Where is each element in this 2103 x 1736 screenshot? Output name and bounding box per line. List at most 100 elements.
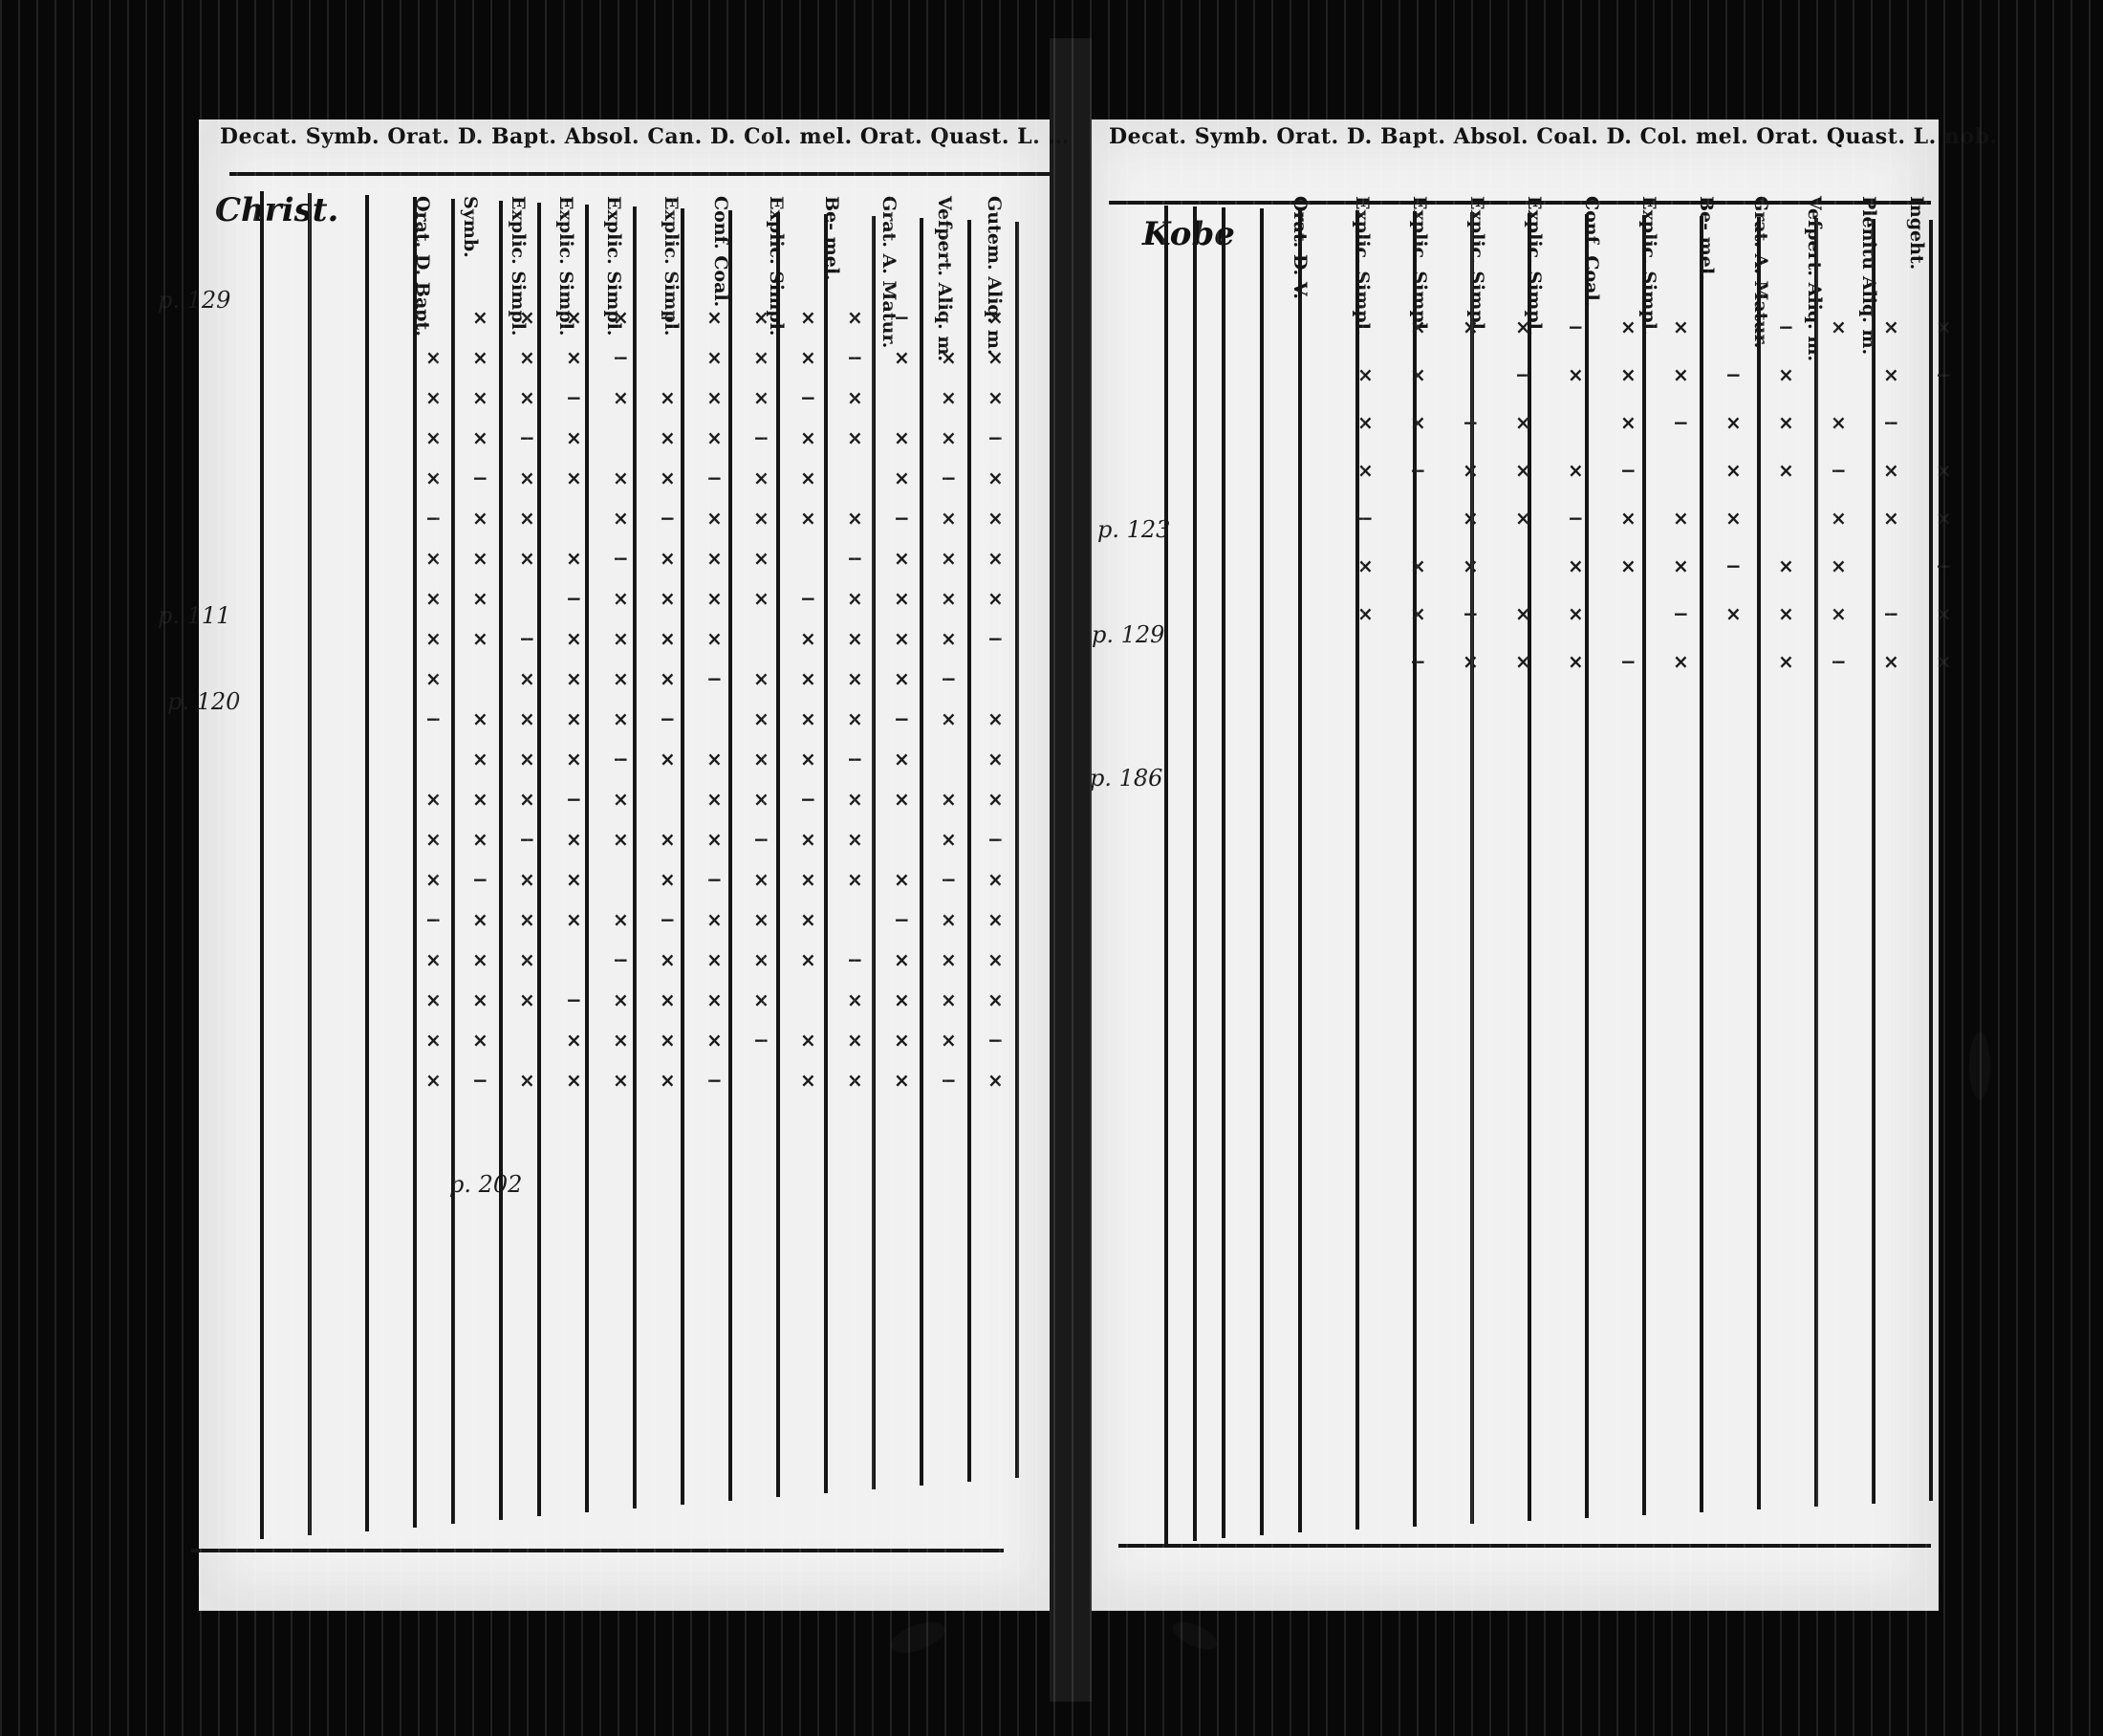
tally-mark: × <box>425 386 442 409</box>
tally-mark: − <box>1883 411 1899 434</box>
tally-mark: − <box>425 908 442 931</box>
tally-mark: × <box>753 346 770 369</box>
tally-mark: − <box>613 748 629 770</box>
tally-mark: × <box>1883 315 1899 338</box>
tally-mark: × <box>1620 554 1637 577</box>
ink-blot <box>886 1616 949 1660</box>
tally-mark: × <box>706 828 723 851</box>
tally-mark: × <box>800 1069 816 1092</box>
tally-mark: × <box>753 507 770 530</box>
right-column-rule <box>1298 209 1302 1532</box>
tally-mark: × <box>1515 411 1531 434</box>
tally-mark: × <box>800 1029 816 1052</box>
tally-mark: × <box>566 346 582 369</box>
right-column-rule <box>1222 207 1225 1538</box>
tally-mark: × <box>613 1069 629 1092</box>
tally-mark: − <box>894 707 910 730</box>
tally-mark: − <box>941 1069 957 1092</box>
right-page-header: Decat. Symb. Orat. D. Bapt. Absol. Coal.… <box>1109 124 1998 149</box>
tally-mark: × <box>519 908 535 931</box>
tally-mark: − <box>660 306 676 329</box>
tally-mark: × <box>941 828 957 851</box>
left-column-header: Explic. Simpl. <box>603 196 624 336</box>
tally-mark: × <box>847 1029 863 1052</box>
tally-mark: × <box>660 386 676 409</box>
tally-mark: × <box>1463 554 1479 577</box>
tally-mark: − <box>941 868 957 891</box>
handwritten-entry: p. 111 <box>158 602 231 629</box>
tally-mark: × <box>660 748 676 770</box>
tally-mark: × <box>613 386 629 409</box>
tally-mark: × <box>894 547 910 570</box>
tally-mark: × <box>472 547 488 570</box>
tally-mark: × <box>987 507 1004 530</box>
tally-mark: × <box>566 707 582 730</box>
tally-mark: × <box>1673 507 1689 530</box>
tally-mark: × <box>472 1029 488 1052</box>
tally-mark: − <box>800 788 816 811</box>
tally-mark: × <box>1410 315 1426 338</box>
tally-mark: × <box>706 306 723 329</box>
tally-mark: × <box>894 1069 910 1092</box>
tally-mark: × <box>519 346 535 369</box>
tally-mark: × <box>753 788 770 811</box>
tally-mark: × <box>472 587 488 610</box>
tally-mark: × <box>847 627 863 650</box>
tally-mark: × <box>425 667 442 690</box>
left-column-rule <box>260 191 264 1539</box>
handwritten-entry: p. 186 <box>1090 765 1163 792</box>
tally-mark: × <box>753 386 770 409</box>
tally-mark: × <box>425 788 442 811</box>
tally-mark: × <box>566 467 582 489</box>
tally-mark: × <box>660 948 676 971</box>
tally-mark: × <box>519 386 535 409</box>
tally-mark: − <box>660 908 676 931</box>
left-top-rule <box>229 172 1052 176</box>
right-column-rule <box>1585 214 1589 1518</box>
right-top-rule <box>1109 201 1931 205</box>
right-column-rule <box>1193 206 1197 1541</box>
tally-mark: × <box>1620 507 1637 530</box>
tally-mark: × <box>519 788 535 811</box>
right-column-header: Grat. A. Matur. <box>1750 196 1771 349</box>
tally-mark: × <box>1778 602 1794 625</box>
tally-mark: × <box>706 386 723 409</box>
left-column-rule <box>967 220 971 1482</box>
tally-mark: − <box>1936 554 1952 577</box>
tally-mark: − <box>425 507 442 530</box>
right-column-rule <box>1642 215 1646 1515</box>
tally-mark: × <box>519 667 535 690</box>
right-column-rule <box>1413 211 1417 1527</box>
tally-mark: − <box>1357 507 1374 530</box>
tally-mark: × <box>1568 554 1584 577</box>
tally-mark: − <box>1620 650 1637 673</box>
tally-mark: × <box>660 868 676 891</box>
tally-mark: × <box>941 547 957 570</box>
tally-mark: × <box>519 868 535 891</box>
tally-mark: × <box>1515 507 1531 530</box>
tally-mark: × <box>613 667 629 690</box>
tally-mark: × <box>519 507 535 530</box>
tally-mark: × <box>1515 650 1531 673</box>
tally-mark: − <box>1568 315 1584 338</box>
tally-mark: × <box>425 948 442 971</box>
left-column-rule <box>585 205 589 1512</box>
tally-mark: × <box>987 988 1004 1011</box>
tally-mark: − <box>1778 315 1794 338</box>
tally-mark: − <box>519 627 535 650</box>
tally-mark: × <box>566 1069 582 1092</box>
tally-mark: × <box>894 988 910 1011</box>
right-bottom-rule <box>1118 1544 1931 1548</box>
tally-mark: × <box>941 426 957 449</box>
left-column-header: Conf. Coal. <box>710 196 731 308</box>
tally-mark: × <box>987 386 1004 409</box>
tally-mark: × <box>1357 411 1374 434</box>
tally-mark: × <box>566 748 582 770</box>
tally-mark: × <box>472 788 488 811</box>
tally-mark: × <box>987 547 1004 570</box>
tally-mark: × <box>566 828 582 851</box>
tally-mark: × <box>706 788 723 811</box>
tally-mark: × <box>1831 554 1847 577</box>
tally-mark: × <box>472 948 488 971</box>
